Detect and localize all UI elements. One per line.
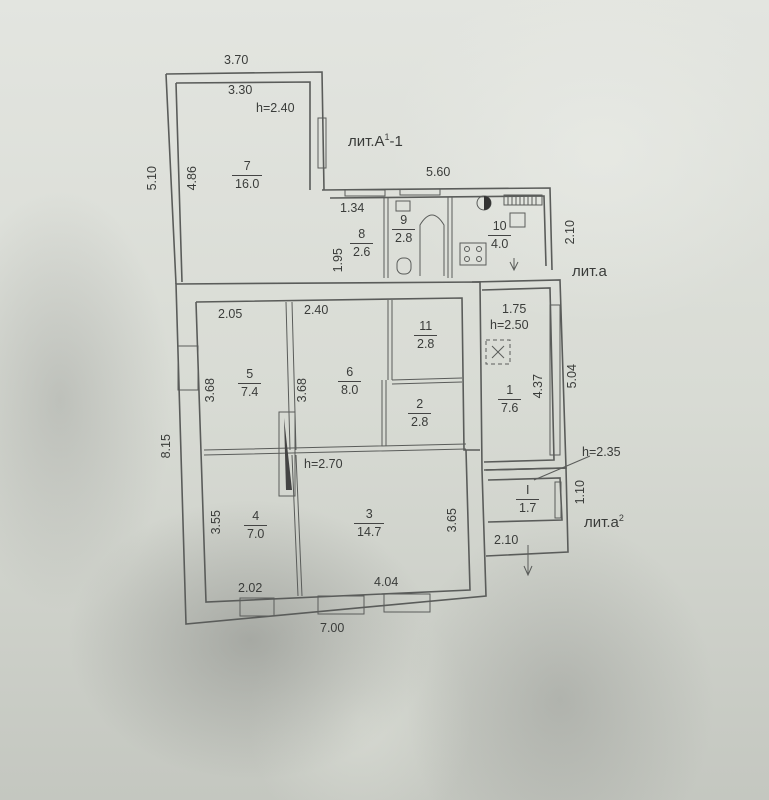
dim-room8-width: 1.34 [340, 201, 365, 215]
dim-height-room1: h=2.50 [490, 318, 529, 332]
dim-height-main: h=2.70 [304, 457, 343, 471]
dim-height-porch: h=2.35 [582, 445, 621, 459]
dim-room3-bottom: 4.04 [374, 575, 399, 589]
dim-outer-left-lower: 8.15 [158, 434, 173, 459]
dim-porch-right: 1.10 [572, 480, 587, 505]
dim-room5-left: 3.68 [202, 378, 217, 403]
dim-room8-height: 1.95 [330, 248, 345, 273]
dim-outer-top-left: 3.70 [224, 53, 249, 67]
dim-inner-left-room7: 4.86 [184, 166, 199, 191]
dim-porch-bottom: 2.10 [494, 533, 519, 547]
dim-room1-inner-right: 4.37 [530, 374, 545, 399]
dim-right-kitchen: 2.10 [562, 220, 577, 245]
dim-inner-top-left: 3.30 [228, 83, 253, 97]
dim-outer-bottom: 7.00 [320, 621, 345, 635]
dim-top-kitchen-block: 5.60 [426, 165, 451, 179]
label-lit-a: лит.а [572, 263, 607, 280]
dim-room3-right: 3.65 [444, 508, 459, 533]
dim-room1-outer-right: 5.04 [564, 364, 579, 389]
dim-room1-top: 1.75 [502, 302, 527, 316]
label-lit-a2: лит.а2 [584, 513, 624, 531]
dim-room5-top: 2.05 [218, 307, 243, 321]
dim-room6-top: 2.40 [304, 303, 329, 317]
dim-height-room7: h=2.40 [256, 101, 295, 115]
label-lit-a1-1: лит.А1-1 [348, 132, 403, 150]
dim-room6-left: 3.68 [294, 378, 309, 403]
window-room7 [317, 117, 327, 169]
dim-room4-bottom: 2.02 [238, 581, 263, 595]
dim-outer-left-upper: 5.10 [144, 166, 159, 191]
dim-room4-left: 3.55 [208, 510, 223, 535]
